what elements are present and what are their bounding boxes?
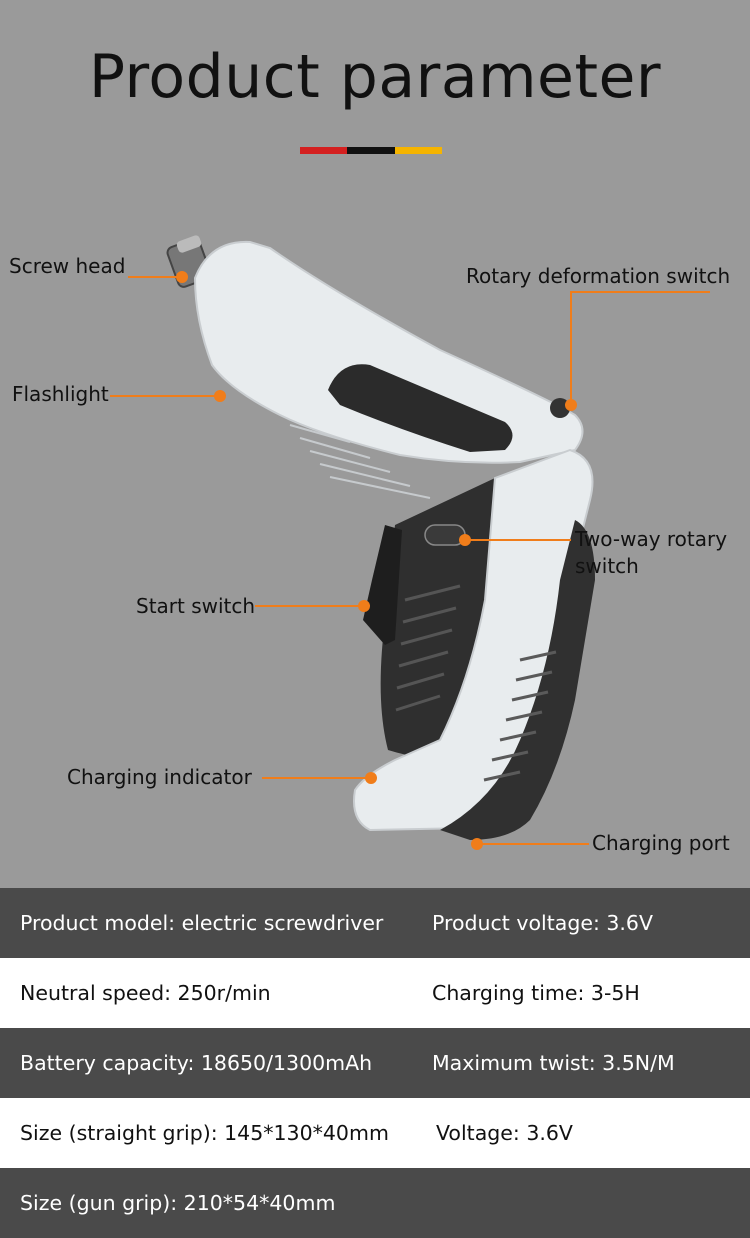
spec-left: Product model: electric screwdriver (20, 911, 384, 935)
spec-row: Product model: electric screwdriver Prod… (0, 888, 750, 958)
front-grip-ribs (395, 584, 461, 712)
barrel-ribs (289, 424, 431, 499)
flag-gold-stripe (394, 147, 442, 154)
screwdriver-illustration (166, 235, 595, 840)
flag-black-stripe (347, 147, 395, 154)
marker-charging-port (471, 838, 483, 850)
leader-line-start-switch (255, 605, 363, 607)
leader-line-screw-head (128, 276, 182, 278)
spec-left: Battery capacity: 18650/1300mAh (20, 1051, 373, 1075)
product-illustration-area: Screw head Flashlight Start switch Charg… (0, 200, 750, 880)
spec-row: Battery capacity: 18650/1300mAh Maximum … (0, 1028, 750, 1098)
label-flashlight: Flashlight (12, 382, 109, 406)
leader-line-two-way-rotary (466, 539, 571, 541)
start-trigger (363, 525, 402, 645)
label-two-way-rotary-line1: Two-way rotary (575, 527, 728, 551)
page-title: Product parameter (88, 42, 662, 112)
marker-charging-indicator (365, 772, 377, 784)
spec-left: Size (straight grip): 145*130*40mm (20, 1121, 389, 1145)
leader-line-charging-port (477, 843, 589, 845)
leader-line-flashlight (110, 395, 220, 397)
spec-left: Size (gun grip): 210*54*40mm (20, 1191, 336, 1215)
marker-rotary-deformation (565, 399, 577, 411)
spec-left: Neutral speed: 250r/min (20, 981, 271, 1005)
rear-grip-ribs (483, 650, 557, 782)
spec-right: Voltage: 3.6V (436, 1121, 573, 1145)
label-charging-indicator: Charging indicator (67, 765, 252, 789)
spec-row: Neutral speed: 250r/min Charging time: 3… (0, 958, 750, 1028)
label-two-way-rotary-line2: switch (575, 554, 639, 578)
tool-barrel (193, 240, 584, 464)
spec-right: Product voltage: 3.6V (432, 911, 653, 935)
label-rotary-deformation-switch: Rotary deformation switch (466, 264, 731, 288)
spec-table: Product model: electric screwdriver Prod… (0, 888, 750, 1238)
display-window (328, 364, 513, 452)
leader-line-charging-indicator (262, 777, 370, 779)
leader-line-rotary-deformation-v (570, 291, 572, 404)
marker-two-way-rotary (459, 534, 471, 546)
leader-line-rotary-deformation-h (570, 291, 710, 293)
spec-row: Size (gun grip): 210*54*40mm (0, 1168, 750, 1238)
label-charging-port: Charging port (592, 831, 730, 855)
marker-flashlight (214, 390, 226, 402)
flag-red-stripe (300, 147, 348, 154)
spec-row: Size (straight grip): 145*130*40mm Volta… (0, 1098, 750, 1168)
label-start-switch: Start switch (136, 594, 256, 618)
handle-grip (380, 478, 511, 760)
label-screw-head: Screw head (9, 254, 126, 278)
marker-start-switch (358, 600, 370, 612)
spec-right: Maximum twist: 3.5N/M (432, 1051, 675, 1075)
screw-bit-tip (176, 235, 202, 253)
flag-divider (300, 147, 442, 154)
marker-screw-head (176, 271, 188, 283)
rear-grip (440, 520, 595, 840)
spec-right: Charging time: 3-5H (432, 981, 640, 1005)
